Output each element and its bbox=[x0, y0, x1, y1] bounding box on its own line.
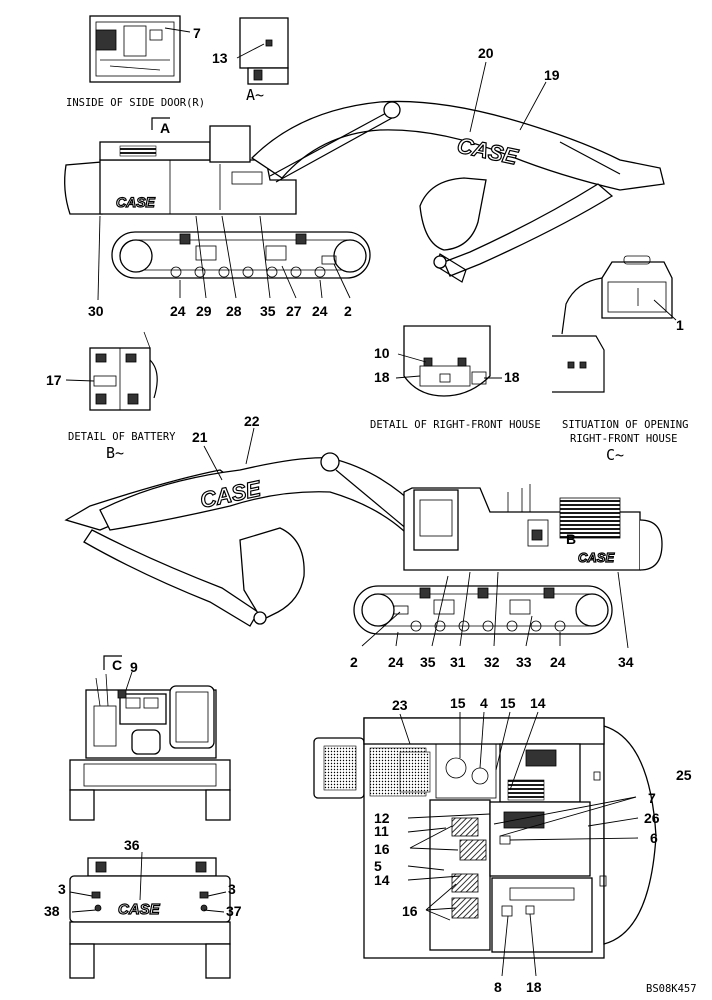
caption-view-c: C~ bbox=[606, 446, 624, 464]
callout-18: 18 bbox=[504, 369, 520, 385]
callout-37: 37 bbox=[226, 903, 242, 919]
callout-24: 24 bbox=[312, 303, 328, 319]
marker-a: A bbox=[160, 120, 170, 136]
brand-logo-rear: CASE bbox=[118, 901, 161, 918]
marker-c: C bbox=[112, 657, 122, 673]
callout-2: 2 bbox=[350, 654, 358, 670]
battery-detail bbox=[65, 331, 158, 411]
callout-23: 23 bbox=[392, 697, 408, 713]
callout-38: 38 bbox=[44, 903, 60, 919]
callout-12: 12 bbox=[374, 810, 390, 826]
callout-9: 9 bbox=[130, 659, 138, 675]
brand-logo-house-left: CASE bbox=[578, 550, 614, 565]
callout-33: 33 bbox=[516, 654, 532, 670]
callout-3: 3 bbox=[228, 881, 236, 897]
callout-14: 14 bbox=[374, 872, 390, 888]
callout-25: 25 bbox=[676, 767, 692, 783]
callout-24: 24 bbox=[550, 654, 566, 670]
callout-34: 34 bbox=[618, 654, 634, 670]
callout-18: 18 bbox=[374, 369, 390, 385]
callout-35: 35 bbox=[420, 654, 436, 670]
callout-16: 16 bbox=[374, 841, 390, 857]
caption-view-a: A~ bbox=[246, 86, 264, 104]
callout-7: 7 bbox=[648, 790, 656, 806]
figure-id: BS08K457 bbox=[646, 983, 697, 995]
callout-20: 20 bbox=[478, 45, 494, 61]
callout-30: 30 bbox=[88, 303, 104, 319]
callout-4: 4 bbox=[480, 695, 488, 711]
callout-24: 24 bbox=[170, 303, 186, 319]
callout-16: 16 bbox=[402, 903, 418, 919]
excavator-right-side-view: A CASE CASE bbox=[64, 61, 665, 301]
callout-28: 28 bbox=[226, 303, 242, 319]
callout-32: 32 bbox=[484, 654, 500, 670]
callout-10: 10 bbox=[374, 345, 390, 361]
callout-6: 6 bbox=[650, 830, 658, 846]
side-door-detail bbox=[89, 15, 191, 83]
opening-house-detail bbox=[552, 255, 677, 393]
brand-logo-house: CASE bbox=[116, 194, 156, 210]
callout-8: 8 bbox=[494, 979, 502, 995]
callout-24: 24 bbox=[388, 654, 404, 670]
callout-11: 11 bbox=[374, 823, 389, 839]
callout-14: 14 bbox=[530, 695, 546, 711]
excavator-front-view: C bbox=[69, 655, 231, 821]
callout-26: 26 bbox=[644, 810, 660, 826]
callout-36: 36 bbox=[124, 837, 140, 853]
callout-17: 17 bbox=[46, 372, 62, 388]
callout-31: 31 bbox=[450, 654, 466, 670]
excavator-rear-view: CASE bbox=[69, 851, 231, 979]
callout-27: 27 bbox=[286, 303, 302, 319]
callout-5: 5 bbox=[374, 858, 382, 874]
excavator-top-view bbox=[313, 711, 657, 977]
callout-21: 21 bbox=[192, 429, 208, 445]
marker-b: B bbox=[566, 531, 576, 547]
caption-situation-line1: SITUATION OF OPENING bbox=[562, 419, 688, 431]
caption-view-b: B~ bbox=[106, 444, 124, 462]
callout-19: 19 bbox=[544, 67, 560, 83]
callout-35: 35 bbox=[260, 303, 276, 319]
callout-15: 15 bbox=[500, 695, 516, 711]
excavator-left-side-view: CASE B CASE bbox=[64, 427, 663, 649]
callout-13: 13 bbox=[212, 50, 228, 66]
callout-2: 2 bbox=[344, 303, 352, 319]
callout-1: 1 bbox=[676, 317, 684, 333]
callout-29: 29 bbox=[196, 303, 212, 319]
callout-3: 3 bbox=[58, 881, 66, 897]
view-a-detail bbox=[236, 17, 289, 85]
caption-detail-house: DETAIL OF RIGHT-FRONT HOUSE bbox=[370, 419, 541, 431]
right-front-house-detail bbox=[395, 325, 502, 397]
caption-situation-line2: RIGHT-FRONT HOUSE bbox=[570, 433, 677, 445]
caption-detail-battery: DETAIL OF BATTERY bbox=[68, 431, 176, 443]
caption-side-door: INSIDE OF SIDE DOOR(R) bbox=[66, 97, 205, 109]
callout-18: 18 bbox=[526, 979, 542, 995]
callout-7: 7 bbox=[193, 25, 201, 41]
callout-22: 22 bbox=[244, 413, 260, 429]
callout-15: 15 bbox=[450, 695, 466, 711]
